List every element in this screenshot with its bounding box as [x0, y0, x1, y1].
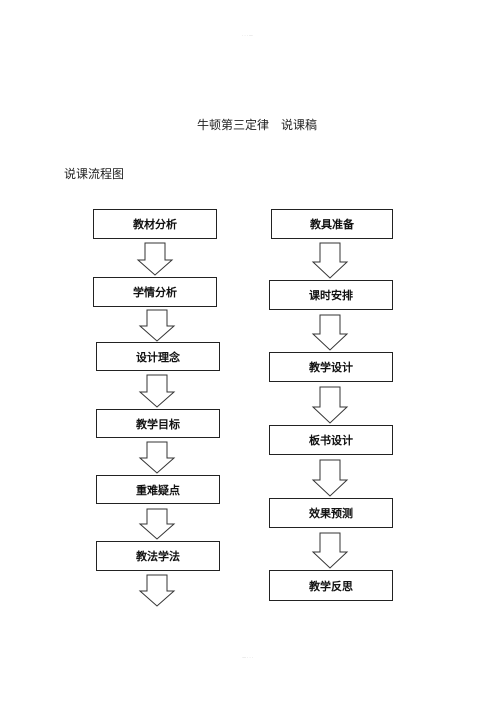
down-arrow-icon	[138, 508, 176, 540]
flow-box-design-concept: 设计理念	[96, 342, 220, 371]
page-footer: —···	[242, 655, 254, 660]
flow-box-teaching-aids: 教具准备	[271, 209, 393, 239]
flow-box-effect-prediction: 效果预测	[269, 498, 393, 528]
down-arrow-icon	[311, 532, 349, 569]
down-arrow-icon	[311, 386, 349, 424]
down-arrow-icon	[138, 574, 176, 607]
flow-box-teaching-design: 教学设计	[269, 352, 393, 382]
flow-box-teaching-material-analysis: 教材分析	[93, 209, 217, 239]
flow-box-key-difficult-points: 重难疑点	[96, 475, 220, 504]
flow-box-student-analysis: 学情分析	[93, 277, 217, 307]
down-arrow-icon	[311, 242, 349, 279]
down-arrow-icon	[138, 374, 176, 408]
down-arrow-icon	[136, 242, 174, 276]
down-arrow-icon	[311, 459, 349, 497]
flow-box-class-schedule: 课时安排	[269, 280, 393, 310]
flow-box-teaching-reflection: 教学反思	[269, 570, 393, 601]
document-title: 牛顿第三定律 说课稿	[196, 118, 317, 132]
down-arrow-icon	[311, 314, 349, 351]
flow-box-teaching-objectives: 教学目标	[96, 409, 220, 438]
page-header: ···—	[242, 33, 254, 38]
down-arrow-icon	[138, 441, 176, 474]
section-title: 说课流程图	[64, 167, 125, 181]
flow-box-blackboard-design: 板书设计	[269, 425, 393, 455]
flow-box-teaching-learning-methods: 教法学法	[96, 541, 220, 571]
down-arrow-icon	[138, 309, 176, 342]
